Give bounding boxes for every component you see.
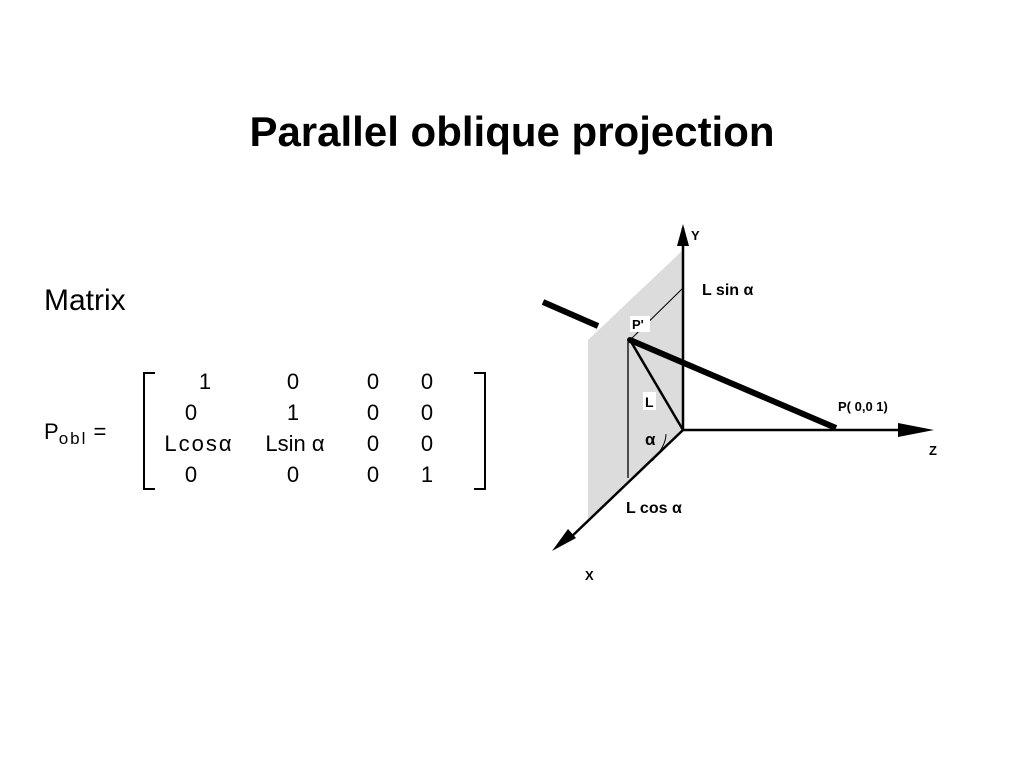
p-prime-label-bg: [630, 316, 650, 332]
matrix-lhs: Pobl =: [44, 419, 106, 449]
p-prime-label: P': [632, 317, 644, 332]
x-axis-label: X: [585, 568, 594, 583]
projector-line-front: [628, 337, 838, 431]
matrix-cell-r2c4: 0: [420, 400, 434, 425]
projection-plane: [588, 250, 683, 520]
matrix-lhs-equals: =: [93, 419, 107, 444]
l-label-bg: [643, 392, 656, 410]
matrix-cell-r4c1: 0: [184, 462, 198, 487]
matrix-cell-r4c3: 0: [366, 462, 380, 487]
y-axis-label: Y: [691, 228, 700, 243]
l-label: L: [645, 394, 654, 410]
lsin-guide-line: [627, 287, 684, 343]
matrix-right-bracket: [474, 372, 486, 490]
matrix-cell-r1c4: 0: [420, 369, 434, 394]
projected-length-line: [628, 339, 685, 431]
p-prime-point: [627, 337, 633, 343]
x-axis-arrowhead: [552, 529, 576, 551]
z-axis-arrowhead: [898, 423, 934, 437]
alpha-label: α: [645, 430, 656, 449]
lcos-label: L cos α: [626, 500, 682, 517]
lsin-label: L sin α: [702, 282, 753, 299]
slide-title: Parallel oblique projection: [249, 108, 775, 155]
matrix-heading: Matrix: [44, 284, 126, 317]
matrix-cell-r3c4: 0: [420, 431, 434, 456]
y-axis-arrowhead: [677, 224, 689, 246]
matrix-cell-r3c2: Lsin α: [265, 431, 325, 456]
matrix-lhs-symbol: P: [44, 419, 59, 444]
matrix-cell-r1c1: 1: [198, 369, 212, 394]
matrix-cell-r2c2: 1: [286, 400, 300, 425]
z-axis-label: Z: [929, 443, 937, 458]
matrix-cell-r2c3: 0: [366, 400, 380, 425]
matrix-lhs-subscript: obl: [58, 429, 88, 448]
matrix-cell-r3c3: 0: [366, 431, 380, 456]
matrix-cell-r3c1: Lcosα: [164, 431, 234, 456]
matrix-cell-r4c4: 1: [420, 462, 434, 487]
projector-line-back: [541, 299, 600, 329]
matrix-cell-r2c1: 0: [184, 400, 198, 425]
matrix-cell-r1c3: 0: [366, 369, 380, 394]
matrix-cell-r4c2: 0: [286, 462, 300, 487]
x-axis: [567, 429, 684, 541]
point-label: P( 0,0 1): [838, 399, 888, 414]
matrix-left-bracket: [143, 372, 155, 490]
matrix-cell-r1c2: 0: [286, 369, 300, 394]
